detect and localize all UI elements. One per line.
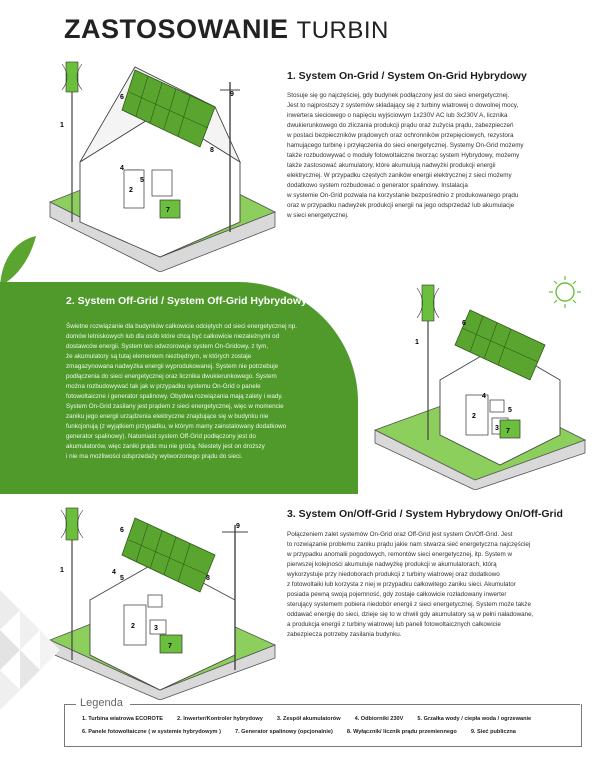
legend-row-2: 6. Panele fotowoltaiczne ( w systemie hy… xyxy=(82,729,516,735)
d2-label-6: 6 xyxy=(462,320,466,327)
legend-title: Legenda xyxy=(80,697,123,709)
d2-label-5: 5 xyxy=(508,407,512,414)
d3-label-1: 1 xyxy=(60,567,64,574)
d1-label-1: 1 xyxy=(60,122,64,129)
section-1-heading: 1. System On-Grid / System On-Grid Hybry… xyxy=(287,70,527,82)
section-1-body: Stosuje się go najczęściej, gdy budynek … xyxy=(287,92,524,219)
d3-label-4: 4 xyxy=(112,569,116,576)
d2-label-4: 4 xyxy=(482,393,486,400)
diagram-on-off-grid: 1 6 9 4 5 8 2 3 7 xyxy=(48,507,277,700)
leaf-decoration xyxy=(0,236,36,286)
d3-label-3: 3 xyxy=(154,625,158,632)
diagram-off-grid: 1 6 4 5 2 3 7 xyxy=(373,276,587,490)
d1-label-4: 4 xyxy=(120,165,124,172)
section-2-heading: 2. System Off-Grid / System Off-Grid Hyb… xyxy=(66,295,307,307)
d2-label-3: 3 xyxy=(495,425,499,432)
section-3-heading: 3. System On/Off-Grid / System Hybrydowy… xyxy=(287,508,563,520)
d2-label-2: 2 xyxy=(472,413,476,420)
sun-icon xyxy=(555,282,575,302)
d3-label-6: 6 xyxy=(120,527,124,534)
legend-box xyxy=(64,704,582,747)
d3-label-8: 8 xyxy=(206,575,210,582)
section-2-body: Świetne rozwiązanie dla budynków całkowi… xyxy=(66,323,298,460)
legend-border-right xyxy=(130,704,580,705)
d3-label-7: 7 xyxy=(168,643,172,650)
page-title: ZASTOSOWANIE TURBIN xyxy=(64,14,389,44)
legend-border-left xyxy=(64,704,76,705)
d1-label-9: 9 xyxy=(230,91,234,98)
d2-label-1: 1 xyxy=(415,339,419,346)
d1-label-5: 5 xyxy=(140,177,144,184)
triangle-pattern-decoration xyxy=(0,590,60,710)
section-3-body: Połączeniem zalet systemów On-Grid oraz … xyxy=(287,531,534,638)
d1-label-2: 2 xyxy=(129,187,133,194)
d1-label-6: 6 xyxy=(120,94,124,101)
d3-label-9: 9 xyxy=(236,523,240,530)
section-2-panel: 2. System Off-Grid / System Off-Grid Hyb… xyxy=(0,282,358,494)
d1-label-7: 7 xyxy=(166,207,170,214)
d1-label-8: 8 xyxy=(210,147,214,154)
d2-label-7: 7 xyxy=(506,428,510,435)
d3-label-2: 2 xyxy=(131,623,135,630)
diagram-on-grid: 1 6 9 4 5 8 2 7 xyxy=(49,61,276,272)
d3-label-5: 5 xyxy=(120,575,124,582)
